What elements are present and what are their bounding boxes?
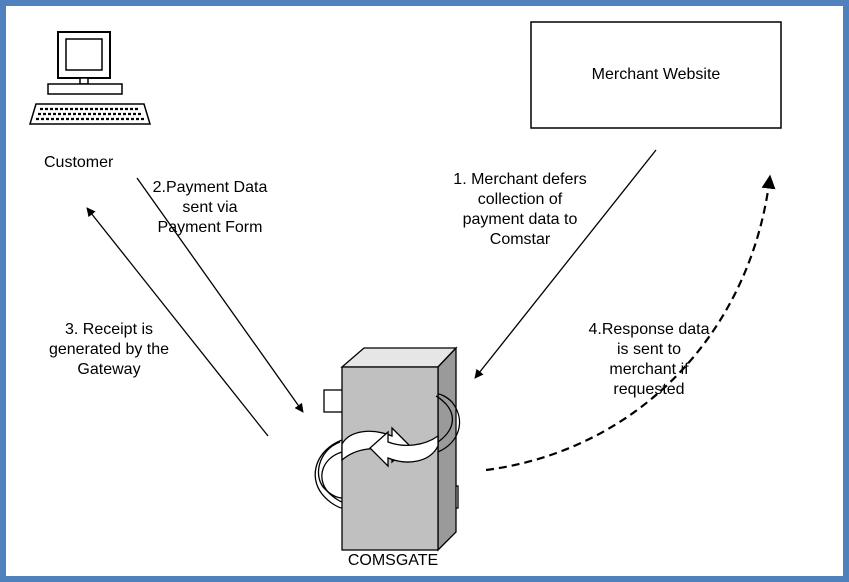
arrow-step3 — [86, 207, 269, 437]
step1-line: payment data to — [462, 211, 578, 228]
step2-label: 2.Payment Data sent via Payment Form — [140, 178, 280, 238]
step1-label: 1. Merchant defers collection of payment… — [430, 170, 610, 250]
step3-line: Gateway — [77, 361, 141, 378]
step3-label: 3. Receipt is generated by the Gateway — [34, 320, 184, 380]
arrow-step4 — [485, 174, 776, 472]
step4-line: 4.Response data — [588, 321, 710, 338]
step4-line: merchant if — [609, 361, 689, 378]
arrow-step1 — [474, 149, 657, 379]
gateway-label: COMSGATE — [347, 552, 439, 569]
step3-line: 3. Receipt is — [64, 321, 154, 338]
merchant-website-label: Merchant Website — [591, 66, 721, 83]
step2-line: Payment Form — [157, 219, 263, 236]
desktop-computer-icon — [28, 31, 152, 125]
step2-line: 2.Payment Data — [152, 179, 268, 196]
merchant-website-box — [530, 21, 782, 129]
gateway-server-icon — [314, 346, 461, 552]
step1-line: 1. Merchant defers — [453, 171, 587, 188]
step4-line: is sent to — [616, 341, 682, 358]
arrow-step2 — [136, 177, 304, 413]
step3-line: generated by the — [48, 341, 170, 358]
step4-line: requested — [613, 381, 685, 398]
step2-line: sent via — [182, 199, 238, 216]
step1-line: collection of — [477, 191, 563, 208]
customer-label: Customer — [44, 154, 114, 171]
step4-label: 4.Response data is sent to merchant if r… — [574, 320, 724, 400]
step1-line: Comstar — [489, 231, 551, 248]
